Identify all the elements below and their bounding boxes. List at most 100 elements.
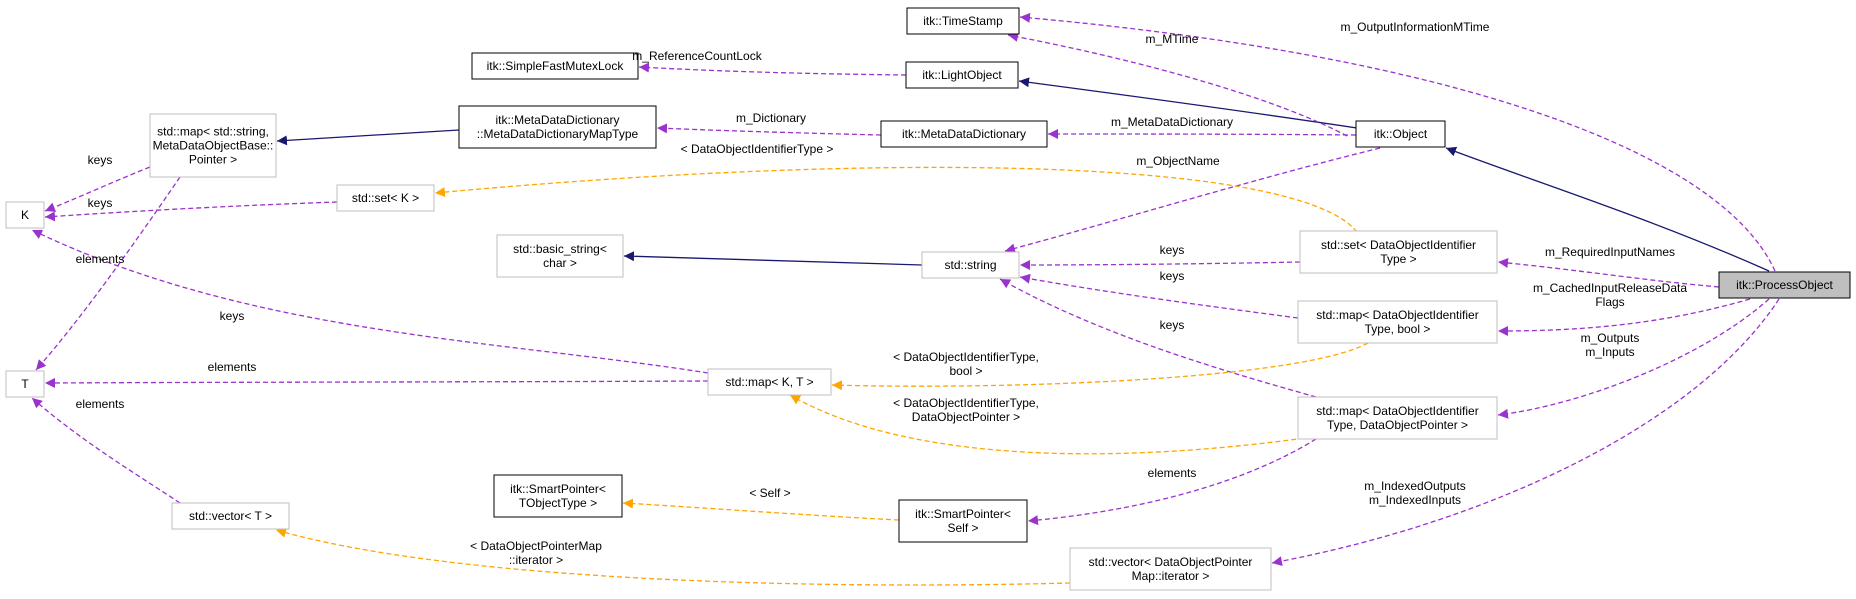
usage-edge-keys_set_doid_string (1019, 259, 1301, 270)
node-metadata-dictionary-map-type[interactable]: itk::MetaDataDictionary::MetaDataDiction… (458, 105, 657, 149)
edge-label-line: keys (1160, 318, 1185, 332)
edge-label-line: elements (1148, 466, 1197, 480)
node-std-map-k-t: std::map< K, T > (707, 368, 832, 396)
node-label: itk::ProcessObject (1736, 278, 1833, 292)
node-label-line: char > (543, 256, 577, 270)
node-smart-pointer-tobject[interactable]: itk::SmartPointer<TObjectType > (493, 474, 623, 518)
node-process-object[interactable]: itk::ProcessObject (1718, 271, 1851, 299)
node-label: itk::MetaDataDictionary::MetaDataDiction… (477, 113, 639, 141)
edge-label-output-information-mtime: m_OutputInformationMTime (1341, 20, 1490, 34)
node-box (496, 234, 624, 278)
node-label: std::vector< T > (189, 509, 272, 523)
node-label-line: itk::ProcessObject (1736, 278, 1833, 292)
edge-label-line: keys (1160, 269, 1185, 283)
edge-label-line: elements (76, 252, 125, 266)
node-box (1299, 230, 1498, 274)
node-t: T (5, 370, 45, 398)
node-label-line: std::vector< DataObjectPointer (1089, 555, 1253, 569)
usage-edge-keys_map_ptr_string (999, 278, 1317, 398)
node-box (1355, 120, 1446, 148)
template-edge-doid_type_template (434, 166, 1358, 233)
node-box (336, 184, 435, 212)
node-light-object[interactable]: itk::LightObject (905, 61, 1019, 89)
node-label-line: std::map< std::string, (157, 125, 269, 139)
edge-label-line: m_IndexedInputs (1369, 493, 1461, 507)
usage-edge-elements_map_to_t (35, 176, 181, 371)
edge-label-doid-ptr-template: < DataObjectIdentifierType,DataObjectPoi… (893, 396, 1039, 424)
edge-label-line: < Self > (749, 486, 790, 500)
usage-edge-keys_map_bool_string (1019, 273, 1299, 319)
edges-layer (31, 12, 1780, 586)
edge-label-line: m_IndexedOutputs (1364, 479, 1465, 493)
usage-edge-m_mtime (1007, 31, 1348, 137)
node-label-line: std::string (944, 258, 996, 272)
node-label: itk::SmartPointer<Self > (915, 507, 1011, 535)
nodes-layer: itk::ProcessObject itk::Object itk::LightO… (5, 7, 1851, 591)
node-box (471, 52, 639, 80)
node-k: K (5, 201, 45, 229)
node-metadata-dictionary[interactable]: itk::MetaDataDictionary (880, 120, 1048, 148)
node-box (149, 113, 277, 178)
usage-edge-m_reference_count_lock (638, 62, 907, 76)
edge-label-elements-mapkt-to-t: elements (208, 360, 257, 374)
node-label-line: itk::SmartPointer< (510, 482, 606, 496)
edge-label-line: < DataObjectIdentifierType > (681, 142, 834, 156)
node-label: itk::Object (1374, 127, 1428, 141)
node-label-line: itk::LightObject (922, 68, 1002, 82)
node-label-line: Type, bool > (1365, 322, 1431, 336)
node-simple-fast-mutex-lock[interactable]: itk::SimpleFastMutexLock (471, 52, 639, 80)
node-label-line: std::set< K > (352, 191, 419, 205)
node-std-vector-t: std::vector< T > (171, 502, 290, 530)
node-box (880, 120, 1048, 148)
edge-label-self-template: < Self > (749, 486, 790, 500)
node-label-line: itk::MetaDataDictionary (902, 127, 1026, 141)
edge-label-line: keys (220, 309, 245, 323)
usage-edge-keys_mapkt_to_k (31, 229, 709, 374)
template-edge-doid_bool_template (831, 342, 1369, 391)
usage-edge-m_metadata_dictionary (1047, 129, 1357, 140)
edge-label-line: m_MetaDataDictionary (1111, 115, 1233, 129)
inheritance-edge-3 (623, 251, 923, 266)
edge-label-line: < DataObjectIdentifierType, (893, 350, 1039, 364)
node-std-set-k: std::set< K > (336, 184, 435, 212)
edge-label-line: m_ObjectName (1136, 154, 1220, 168)
edge-label-m-object-name: m_ObjectName (1136, 154, 1220, 168)
node-label-line: itk::MetaDataDictionary (495, 113, 619, 127)
edge-label-line: < DataObjectIdentifierType, (893, 396, 1039, 410)
node-label-line: Type, DataObjectPointer > (1327, 418, 1468, 432)
inheritance-edge-2 (276, 129, 460, 146)
node-std-basic-string: std::basic_string<char > (496, 234, 624, 278)
inheritance-edge-1 (1018, 77, 1358, 129)
edge-label-line: DataObjectPointer > (912, 410, 1020, 424)
template-edge-dop_map_iterator_template (275, 527, 1071, 586)
node-label-line: Self > (947, 521, 978, 535)
edge-label-m-required-input-names: m_RequiredInputNames (1545, 245, 1675, 259)
usage-edge-m_indexed (1271, 298, 1780, 567)
node-label-line: itk::SmartPointer< (915, 507, 1011, 521)
usage-edge-m_object_name (1004, 147, 1381, 254)
template-edge-self_template (622, 498, 900, 521)
edge-label-line: m_Outputs (1581, 331, 1640, 345)
node-smart-pointer-self[interactable]: itk::SmartPointer<Self > (898, 499, 1028, 543)
node-label: itk::LightObject (922, 68, 1002, 82)
node-label-line: itk::Object (1374, 127, 1428, 141)
node-object[interactable]: itk::Object (1355, 120, 1446, 148)
template-edge-doid_ptr_template (789, 394, 1313, 455)
node-time-stamp[interactable]: itk::TimeStamp (906, 7, 1020, 35)
usage-edge-keys_map_to_k (44, 166, 151, 212)
edge-label-m-metadata-dictionary: m_MetaDataDictionary (1111, 115, 1233, 129)
edge-label-dop-map-iterator-template: < DataObjectPointerMap::iterator > (470, 539, 602, 567)
node-box (906, 7, 1020, 35)
usage-edge-m_dictionary (656, 123, 882, 136)
node-label: itk::MetaDataDictionary (902, 127, 1026, 141)
edge-label-line: elements (76, 397, 125, 411)
node-box (1069, 547, 1272, 591)
